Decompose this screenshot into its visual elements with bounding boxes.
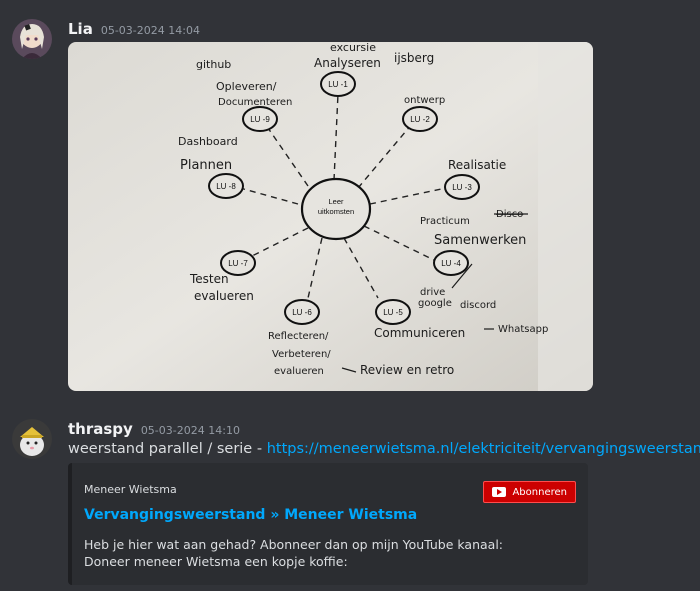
note-excursie: excursie bbox=[330, 42, 376, 54]
message-text: weerstand parallel / serie - https://men… bbox=[68, 441, 700, 457]
note-google: google bbox=[418, 298, 452, 309]
timestamp[interactable]: 05-03-2024 14:10 bbox=[140, 424, 240, 437]
note-opleveren: Opleveren/ bbox=[216, 80, 277, 93]
note-github: github bbox=[196, 58, 231, 71]
node-lu6: LU -6 bbox=[292, 308, 312, 317]
anime-avatar-icon bbox=[12, 19, 52, 59]
note-drive: drive bbox=[420, 287, 445, 298]
image-attachment[interactable]: Leer uitkomsten LU -1 LU -2 LU -3 LU -4 … bbox=[68, 42, 593, 391]
message-thraspy: thraspy 05-03-2024 14:10 bbox=[0, 400, 700, 591]
subscribe-button[interactable]: Abonneren bbox=[483, 481, 576, 503]
note-ijsberg: ijsberg bbox=[394, 51, 434, 65]
note-testen: Testen bbox=[189, 272, 229, 286]
note-evalueren-7: evalueren bbox=[194, 289, 254, 303]
center-line-1: Leer bbox=[328, 197, 344, 206]
node-lu4: LU -4 bbox=[441, 259, 461, 268]
note-dashboard: Dashboard bbox=[178, 135, 238, 148]
note-whatsapp: Whatsapp bbox=[498, 324, 548, 335]
note-analyseren: Analyseren bbox=[314, 56, 381, 70]
message-text-prefix: weerstand parallel / serie - bbox=[68, 441, 267, 457]
hamster-avatar-icon bbox=[12, 419, 52, 459]
note-realisatie: Realisatie bbox=[448, 158, 506, 172]
node-lu2: LU -2 bbox=[410, 115, 430, 124]
center-line-2: uitkomsten bbox=[318, 207, 354, 216]
message-lia: Lia 05-03-2024 14:04 bbox=[12, 19, 593, 391]
note-ontwerp: ontwerp bbox=[404, 95, 445, 106]
message-link[interactable]: https://meneerwietsma.nl/elektriciteit/v… bbox=[266, 441, 700, 457]
node-lu9: LU -9 bbox=[250, 115, 270, 124]
timestamp[interactable]: 05-03-2024 14:04 bbox=[100, 24, 200, 37]
mindmap-photo: Leer uitkomsten LU -1 LU -2 LU -3 LU -4 … bbox=[68, 42, 593, 391]
node-lu1: LU -1 bbox=[328, 80, 348, 89]
avatar-thraspy[interactable] bbox=[12, 419, 52, 459]
embed-description-line-1: Heb je hier wat aan gehad? Abonneer dan … bbox=[84, 537, 504, 552]
embed-description-line-2: Doneer meneer Wietsma een kopje koffie: bbox=[84, 554, 348, 569]
note-communiceren: Communiceren bbox=[374, 326, 465, 340]
subscribe-label: Abonneren bbox=[512, 486, 567, 498]
avatar-lia[interactable] bbox=[12, 19, 52, 59]
embed-title[interactable]: Vervangingsweerstand » Meneer Wietsma bbox=[84, 507, 418, 523]
note-reflecteren: Reflecteren/ bbox=[268, 331, 329, 342]
node-lu5: LU -5 bbox=[383, 308, 403, 317]
node-lu7: LU -7 bbox=[228, 259, 248, 268]
note-evalueren-6: evalueren bbox=[274, 366, 324, 377]
embed-description: Heb je hier wat aan gehad? Abonneer dan … bbox=[84, 536, 503, 570]
username[interactable]: Lia bbox=[68, 20, 93, 38]
youtube-icon bbox=[492, 487, 507, 497]
embed-provider[interactable]: Meneer Wietsma bbox=[84, 483, 177, 496]
node-lu8: LU -8 bbox=[216, 182, 236, 191]
note-practicum: Practicum bbox=[420, 216, 470, 227]
note-discord: discord bbox=[460, 300, 496, 311]
note-verbeteren: Verbeteren/ bbox=[272, 349, 331, 360]
username[interactable]: thraspy bbox=[68, 420, 133, 438]
link-embed: Meneer Wietsma Vervangingsweerstand » Me… bbox=[68, 463, 588, 585]
note-review: Review en retro bbox=[360, 363, 454, 377]
note-samenwerken: Samenwerken bbox=[434, 233, 526, 248]
note-plannen: Plannen bbox=[180, 158, 232, 173]
note-documenteren: Documenteren bbox=[218, 97, 292, 108]
node-lu3: LU -3 bbox=[452, 183, 472, 192]
